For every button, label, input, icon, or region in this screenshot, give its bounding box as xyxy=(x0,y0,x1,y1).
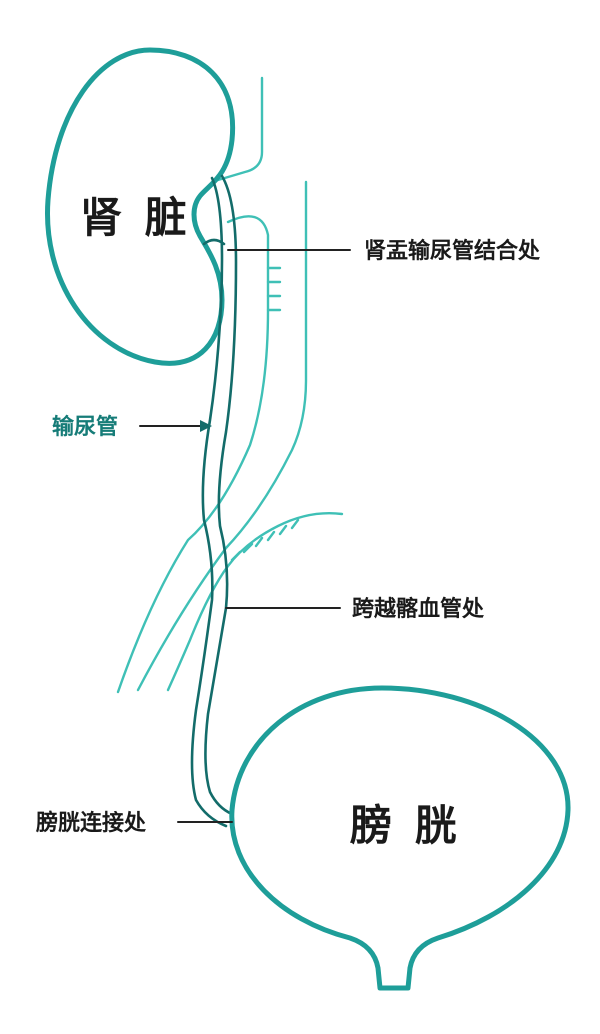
vena-cava-line xyxy=(116,215,270,694)
kidney-label: 肾 脏 xyxy=(80,193,191,242)
ureter-label: 输尿管 xyxy=(52,414,118,440)
uvj-label: 膀胱连接处 xyxy=(36,810,146,836)
ureter xyxy=(190,174,238,828)
ureter-arrow-head xyxy=(200,420,212,432)
aorta-line xyxy=(136,180,308,692)
vessel-branch-ticks-iliac xyxy=(230,518,300,562)
leader-lines xyxy=(139,249,351,823)
renal-vein xyxy=(216,76,264,182)
iliac-crossing-label: 跨越髂血管处 xyxy=(352,596,484,622)
iliac-vessel xyxy=(166,512,344,692)
ureter-wall-right xyxy=(204,174,238,816)
bladder-outline xyxy=(229,685,571,991)
ureter-wall-left xyxy=(190,176,228,828)
renal-pelvis-loop xyxy=(202,238,226,246)
bladder-label: 膀 胱 xyxy=(349,801,461,850)
blood-vessels xyxy=(116,76,344,694)
upj-label: 肾盂输尿管结合处 xyxy=(364,238,540,264)
vessel-branch-ticks-upper xyxy=(266,266,282,312)
